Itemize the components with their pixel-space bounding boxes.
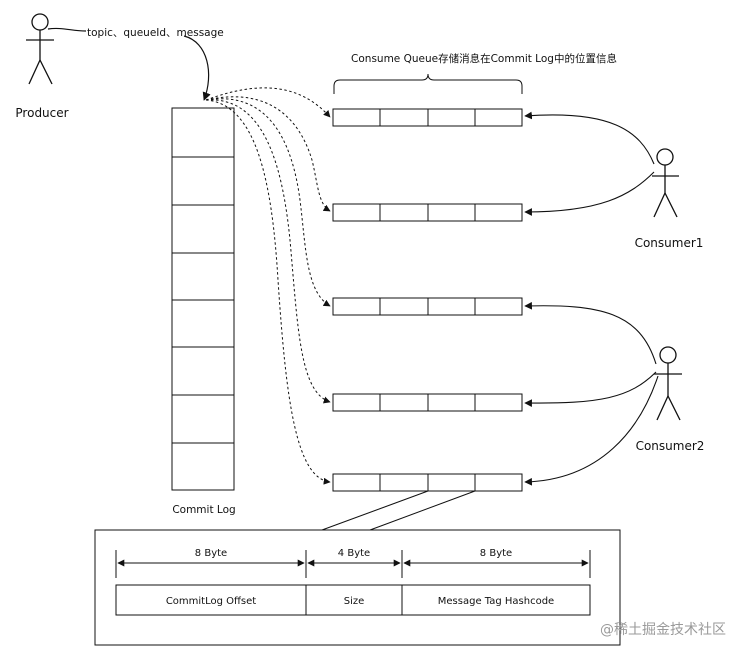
dispatch-arrow bbox=[205, 96, 331, 212]
write-arrow bbox=[183, 35, 211, 101]
field-name-label: CommitLog Offset bbox=[166, 596, 256, 607]
field-size-label: 8 Byte bbox=[195, 548, 227, 559]
dispatch-arrow bbox=[205, 99, 331, 404]
consume-queue-brace bbox=[333, 73, 523, 94]
field-size-label: 8 Byte bbox=[480, 548, 512, 559]
message-fields-label: topic、queueId、message bbox=[87, 27, 224, 39]
producer-label: Producer bbox=[15, 106, 68, 120]
field-name-label: Size bbox=[344, 596, 365, 607]
pull-arrow bbox=[524, 371, 657, 407]
pull-arrow bbox=[524, 375, 659, 486]
pull-arrow bbox=[524, 171, 655, 216]
consumer2-label: Consumer2 bbox=[636, 439, 705, 453]
pull-arrow bbox=[524, 301, 657, 365]
consume-queue bbox=[332, 203, 523, 222]
field-cell-commitlog-offset bbox=[115, 584, 307, 616]
field-size-label: 4 Byte bbox=[338, 548, 370, 559]
pull-arrow bbox=[524, 111, 655, 165]
dispatch-arrow bbox=[205, 98, 331, 307]
consume-queue-caption: Consume Queue存储消息在Commit Log中的位置信息 bbox=[351, 52, 617, 65]
consume-queue bbox=[332, 108, 523, 127]
field-cell-size bbox=[305, 584, 403, 616]
field-name-label: Message Tag Hashcode bbox=[438, 596, 554, 607]
commit-log bbox=[171, 107, 235, 491]
consumer2-actor bbox=[654, 346, 682, 421]
watermark: @稀土掘金技术社区 bbox=[600, 622, 726, 638]
producer-actor bbox=[26, 13, 54, 85]
consume-queue bbox=[332, 393, 523, 412]
zoom-connector bbox=[321, 490, 476, 531]
consumer1-actor bbox=[652, 148, 679, 218]
producer-message-line bbox=[47, 27, 87, 32]
field-cell-tag-hashcode bbox=[401, 584, 591, 616]
consumer1-label: Consumer1 bbox=[635, 236, 704, 250]
commit-log-label: Commit Log bbox=[172, 504, 235, 516]
consume-queue bbox=[332, 473, 523, 492]
consume-queue bbox=[332, 297, 523, 316]
dispatch-arrow bbox=[205, 99, 331, 485]
entry-format-box: 8 Byte 4 Byte 8 Byte CommitLog Offset Si… bbox=[94, 529, 621, 646]
